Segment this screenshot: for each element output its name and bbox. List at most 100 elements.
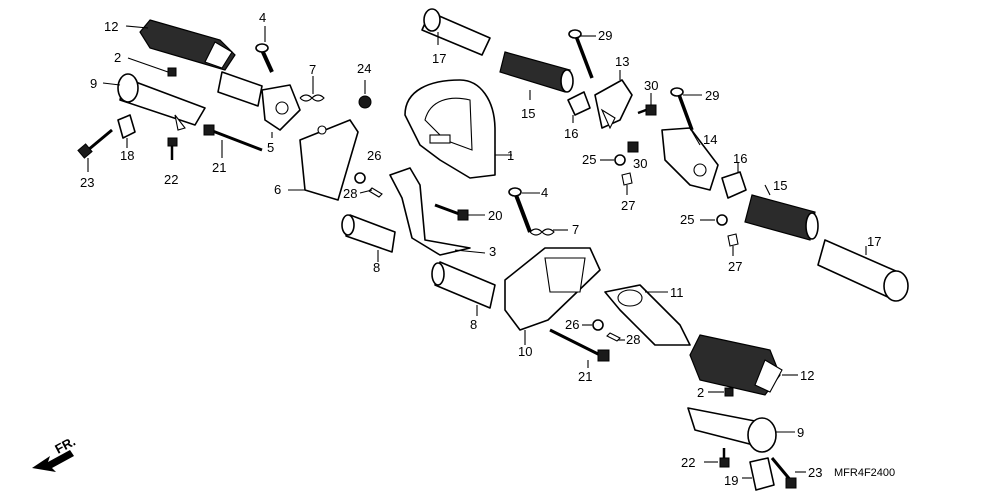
callout-28-b: 28 bbox=[626, 332, 640, 347]
callout-25-b: 25 bbox=[680, 212, 694, 227]
callout-15-b: 15 bbox=[773, 178, 787, 193]
callout-23-b: 23 bbox=[808, 465, 822, 480]
pin-part-4-center bbox=[508, 187, 532, 233]
callout-26: 26 bbox=[367, 148, 381, 163]
callout-22: 22 bbox=[164, 172, 178, 187]
bolt-part-29-lower bbox=[670, 87, 694, 131]
callout-26-b: 26 bbox=[565, 317, 579, 332]
callout-22-b: 22 bbox=[681, 455, 695, 470]
bolt-part-21-left bbox=[203, 124, 263, 152]
callout-20: 20 bbox=[488, 208, 502, 223]
callout-23: 23 bbox=[80, 175, 94, 190]
callout-28: 28 bbox=[343, 186, 357, 201]
collar-part-19 bbox=[749, 457, 775, 491]
peg-shaft-upper bbox=[217, 71, 263, 107]
front-direction-label: FR. bbox=[52, 434, 78, 457]
callout-27: 27 bbox=[621, 198, 635, 213]
collar-part-8-center bbox=[431, 261, 496, 309]
grip-rubber-part-15-lower bbox=[744, 194, 819, 241]
bolt-part-21-center bbox=[549, 328, 610, 362]
washer-part-25-upper bbox=[614, 154, 626, 166]
bracket-part-13 bbox=[594, 79, 633, 130]
callout-3: 3 bbox=[489, 244, 496, 259]
footpeg-bracket-part-11 bbox=[604, 284, 691, 346]
callout-6: 6 bbox=[274, 182, 281, 197]
pivot-pin-part-17-upper bbox=[421, 8, 491, 56]
callout-4-b: 4 bbox=[541, 185, 548, 200]
callout-12-b: 12 bbox=[800, 368, 814, 383]
diagram-code: MFR4F2400 bbox=[834, 467, 895, 479]
callout-15: 15 bbox=[521, 106, 535, 121]
callout-10: 10 bbox=[518, 344, 532, 359]
bolt-part-22-left bbox=[167, 137, 178, 160]
callout-30-b: 30 bbox=[633, 156, 647, 171]
front-direction-arrow-icon bbox=[32, 450, 74, 472]
washer-part-26-center bbox=[592, 319, 604, 331]
spring-part-7-left bbox=[299, 94, 325, 102]
callout-25: 25 bbox=[582, 152, 596, 167]
callout-8-b: 8 bbox=[470, 317, 477, 332]
callout-21-b: 21 bbox=[578, 369, 592, 384]
callout-16: 16 bbox=[564, 126, 578, 141]
heel-guard-part-1 bbox=[404, 79, 496, 179]
cotter-pin-part-28-center bbox=[606, 332, 621, 342]
callout-12: 12 bbox=[104, 19, 118, 34]
washer-plate-part-16-lower bbox=[721, 171, 747, 199]
nut-part-2 bbox=[167, 67, 177, 77]
callout-29-b: 29 bbox=[705, 88, 719, 103]
callout-2-b: 2 bbox=[697, 385, 704, 400]
callout-13: 13 bbox=[615, 54, 629, 69]
bolt-part-23-lower bbox=[770, 457, 797, 489]
footpeg-rubber-upper bbox=[139, 19, 236, 71]
callout-4: 4 bbox=[259, 10, 266, 25]
callout-24: 24 bbox=[357, 61, 371, 76]
grip-rubber-part-15-upper bbox=[499, 51, 574, 93]
washer-plate-part-16-upper bbox=[567, 91, 591, 116]
callout-7: 7 bbox=[309, 62, 316, 77]
cover-lower bbox=[687, 407, 777, 453]
callout-1: 1 bbox=[507, 148, 514, 163]
callout-17-b: 17 bbox=[867, 234, 881, 249]
bolt-part-20 bbox=[434, 203, 469, 221]
pin-part-4-left bbox=[255, 43, 274, 73]
callout-8: 8 bbox=[373, 260, 380, 275]
nut-part-2-lower bbox=[724, 387, 734, 397]
footpeg-rubber-lower bbox=[689, 334, 783, 396]
callout-9: 9 bbox=[90, 76, 97, 91]
bolt-part-30-upper bbox=[637, 104, 657, 116]
bolt-part-22-lower bbox=[719, 448, 730, 468]
callout-19: 19 bbox=[724, 473, 738, 488]
bolt-part-29-upper bbox=[568, 29, 594, 79]
plate-bracket-part-6 bbox=[299, 119, 359, 201]
callout-2: 2 bbox=[114, 50, 121, 65]
bolt-part-23-left bbox=[77, 128, 113, 159]
cotter-pin-part-27-lower bbox=[727, 233, 739, 247]
washer-part-26-left bbox=[354, 172, 366, 184]
cover-left bbox=[117, 73, 206, 131]
callout-30: 30 bbox=[644, 78, 658, 93]
cotter-pin-part-27-upper bbox=[621, 172, 633, 186]
mount-bracket-part-3 bbox=[389, 167, 471, 256]
bracket-plate-part-10 bbox=[504, 247, 601, 331]
callout-7-b: 7 bbox=[572, 222, 579, 237]
cotter-pin-part-28-left bbox=[368, 187, 383, 198]
collar-part-18 bbox=[117, 114, 136, 139]
nut-part-24 bbox=[358, 95, 372, 109]
footpeg-bracket-part-5 bbox=[261, 84, 301, 131]
callout-16-b: 16 bbox=[733, 151, 747, 166]
callout-9-b: 9 bbox=[797, 425, 804, 440]
callout-5: 5 bbox=[267, 140, 274, 155]
callout-17: 17 bbox=[432, 51, 446, 66]
spring-part-7-center bbox=[529, 228, 555, 236]
pivot-pin-part-17-lower bbox=[817, 239, 909, 302]
callout-21: 21 bbox=[212, 160, 226, 175]
callout-29: 29 bbox=[598, 28, 612, 43]
callout-18: 18 bbox=[120, 148, 134, 163]
callout-11: 11 bbox=[670, 285, 684, 300]
callout-27-b: 27 bbox=[728, 259, 742, 274]
callout-14: 14 bbox=[703, 132, 717, 147]
bolt-part-30-lower bbox=[627, 141, 639, 153]
collar-part-8-left bbox=[341, 214, 396, 253]
